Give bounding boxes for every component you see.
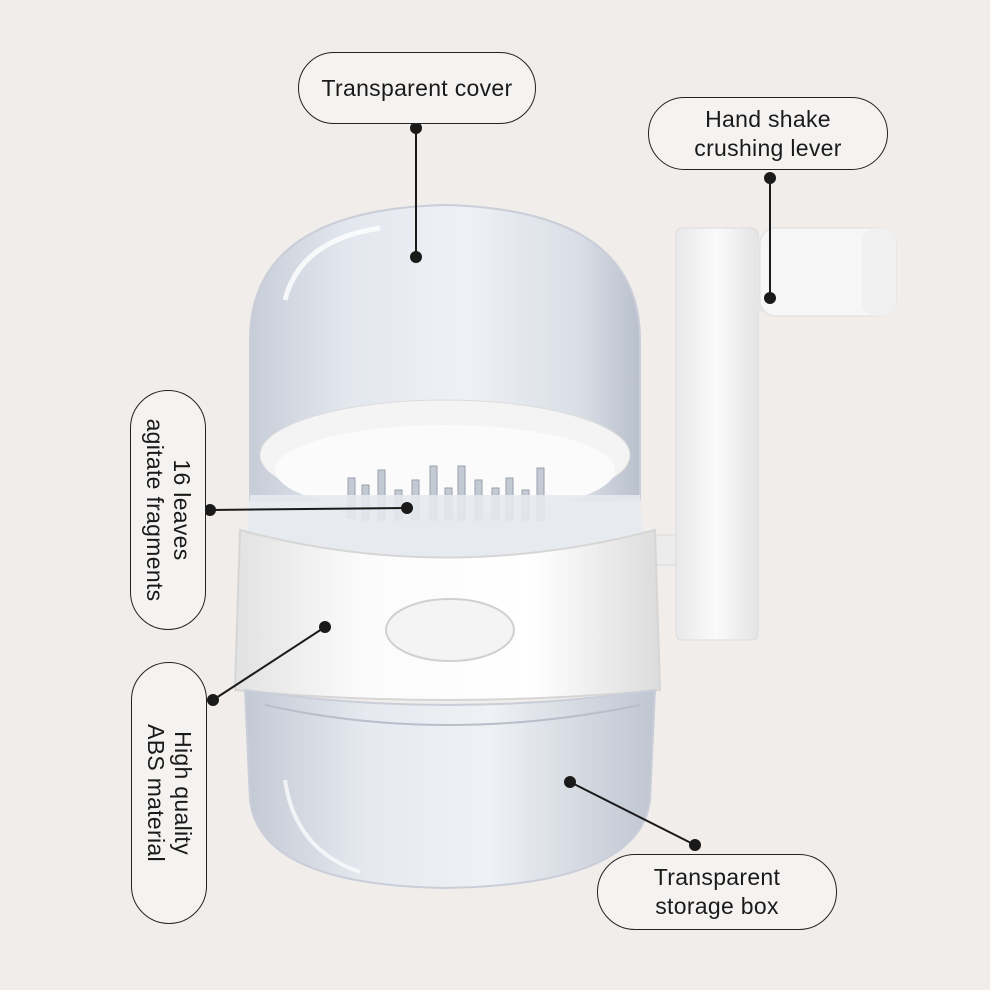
label-transparent-cover: Transparent cover (298, 52, 536, 124)
storage-box (243, 688, 657, 890)
transparent-cover (249, 203, 641, 515)
label-crushing-lever: Hand shake crushing lever (648, 97, 888, 170)
crank-lever (651, 227, 897, 641)
leader-lines (204, 122, 776, 851)
label-storage-box: Transparent storage box (597, 854, 837, 930)
label-agitate-fragments-text: 16 leaves agitate fragments (142, 418, 195, 602)
white-body (233, 528, 662, 701)
label-abs-material: High quality ABS material (131, 662, 207, 924)
label-abs-material-text: High quality ABS material (143, 724, 196, 862)
label-agitate-fragments: 16 leaves agitate fragments (130, 390, 206, 630)
